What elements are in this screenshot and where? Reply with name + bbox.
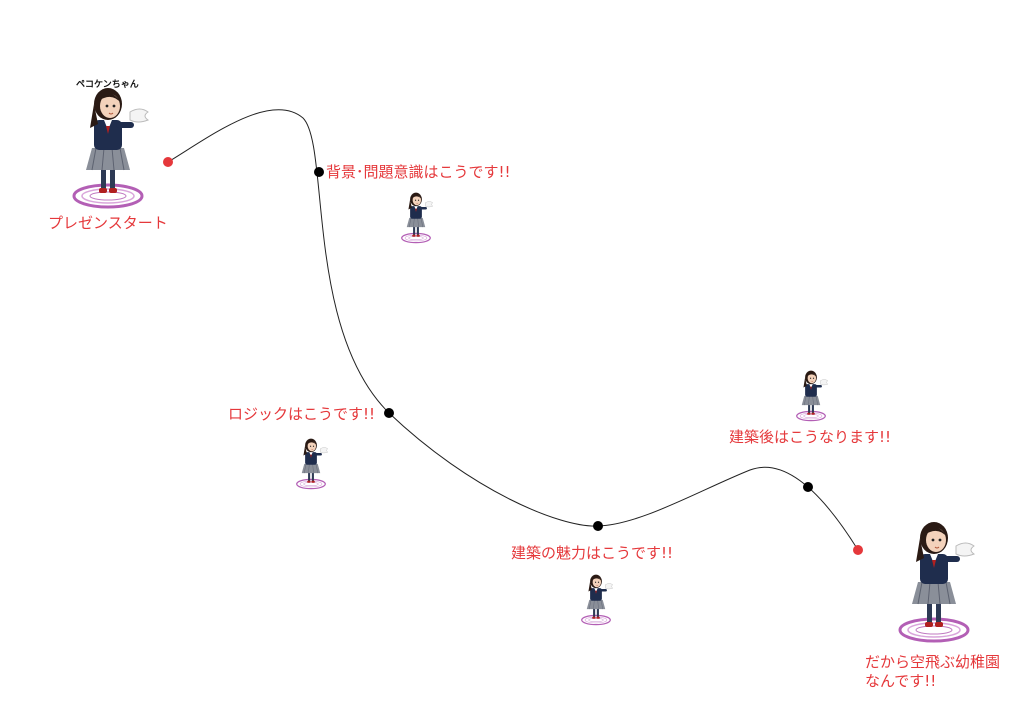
start-point [163, 157, 173, 167]
character-name: ペコケンちゃん [76, 80, 139, 90]
character-illustration-appeal [581, 574, 614, 626]
character-illustration-start [72, 86, 150, 209]
label-end-line2: なんです!! [865, 672, 937, 690]
after-point [803, 482, 813, 492]
character-illustration-after [796, 370, 829, 422]
label-logic: ロジックはこうです!! [228, 405, 376, 423]
label-after: 建築後はこうなります!! [729, 428, 892, 446]
end-point [853, 545, 863, 555]
character-illustration-end [898, 520, 976, 643]
appeal-point [593, 521, 603, 531]
character-illustration-background [401, 192, 434, 244]
label-end-line1: だから空飛ぶ幼稚園 [865, 653, 1001, 671]
label-appeal: 建築の魅力はこうです!! [511, 544, 674, 562]
label-start: プレゼンスタート [48, 214, 168, 232]
label-background: 背景･問題意識はこうです!! [326, 163, 511, 181]
flow-path [167, 109, 859, 551]
logic-point [384, 408, 394, 418]
character-illustration-logic [296, 438, 329, 490]
background-point [314, 167, 324, 177]
